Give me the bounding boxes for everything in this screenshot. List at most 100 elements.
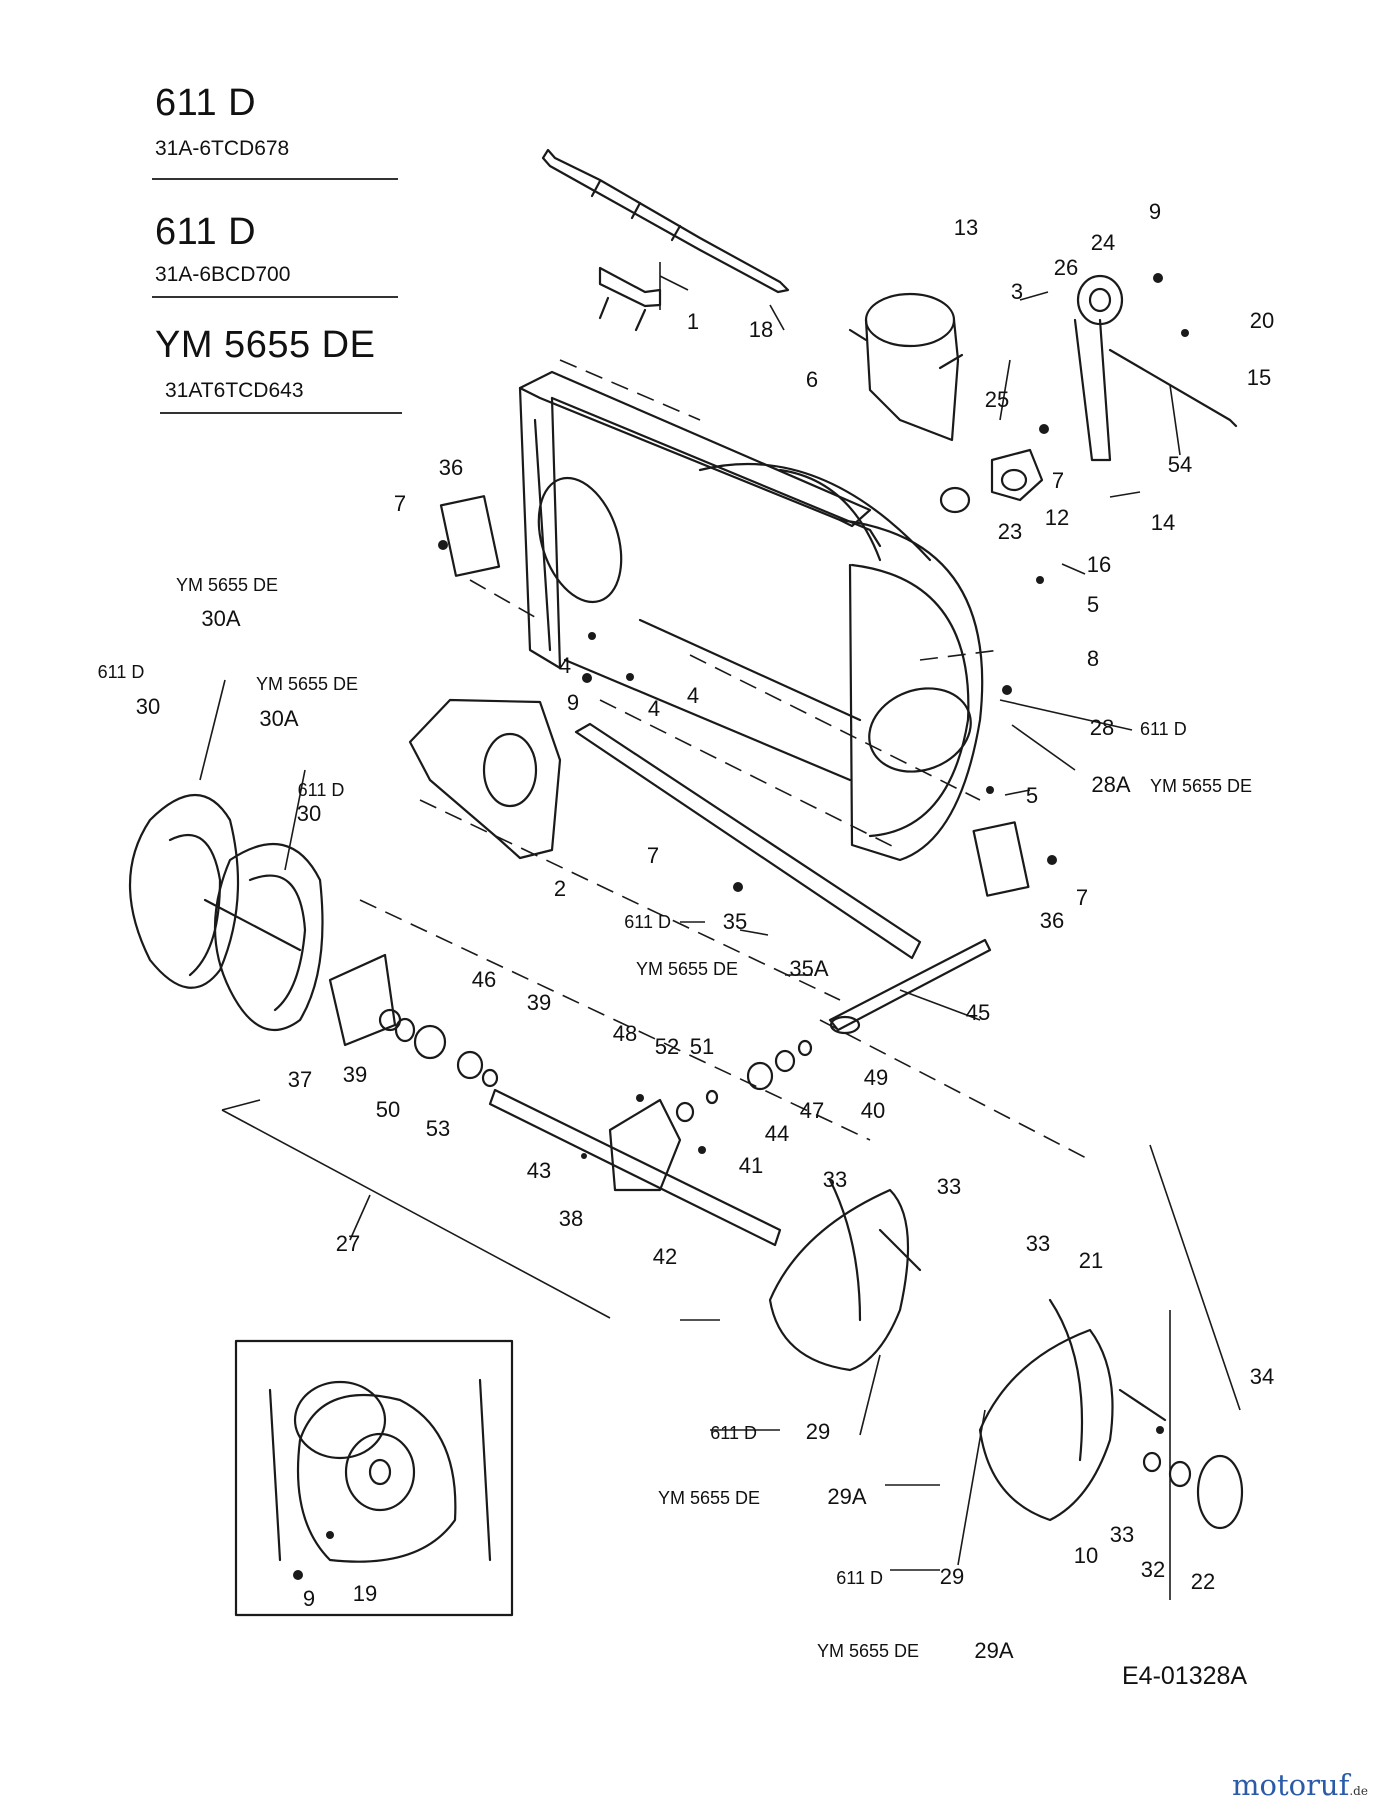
callout-54: 54 — [1167, 452, 1193, 477]
gear-housing-part — [608, 1098, 682, 1192]
callout-30: 30 — [135, 694, 161, 719]
callout-29a: 29A — [974, 1638, 1014, 1663]
brand-suffix: .de — [1349, 1784, 1368, 1798]
callout-4: 4 — [558, 653, 572, 678]
callout-53: 53 — [425, 1116, 451, 1141]
callout-7: 7 — [646, 843, 660, 868]
callout-29a-model: YM 5655 DE — [816, 1641, 919, 1661]
callout-42: 42 — [652, 1244, 678, 1269]
callout-25: 25 — [984, 387, 1010, 412]
divider — [152, 178, 398, 180]
callout-4: 4 — [686, 683, 700, 708]
model-name-2: 611 D — [155, 211, 257, 253]
callout-30: 30 — [296, 801, 322, 826]
bearing-flange-part — [939, 448, 1044, 514]
callout-29a-model: YM 5655 DE — [657, 1488, 760, 1508]
brand-watermark[interactable]: motoruf.de — [1232, 1768, 1368, 1802]
brand-name: motoruf — [1232, 1768, 1350, 1802]
shaft-part — [541, 148, 790, 294]
callout-36: 36 — [438, 455, 464, 480]
fasteners — [293, 273, 1189, 1580]
inset-detail-part — [268, 1378, 492, 1563]
callout-29: 29 — [939, 1564, 965, 1589]
callout-49: 49 — [863, 1065, 889, 1090]
callout-20: 20 — [1249, 308, 1275, 333]
gearbox-side-part — [408, 698, 562, 860]
callout-6: 6 — [805, 367, 819, 392]
callout-30a-model: YM 5655 DE — [255, 674, 359, 694]
callout-50: 50 — [375, 1097, 401, 1122]
callout-7: 7 — [1075, 885, 1089, 910]
callout-8: 8 — [1086, 646, 1100, 671]
callout-9: 9 — [566, 690, 580, 715]
callout-38: 38 — [558, 1206, 584, 1231]
divider — [152, 296, 398, 298]
callout-33: 33 — [822, 1167, 848, 1192]
callout-30a: 30A — [259, 706, 299, 731]
callout-10: 10 — [1073, 1543, 1099, 1568]
callout-5: 5 — [1025, 783, 1039, 808]
callout-29a: 29A — [827, 1484, 867, 1509]
callout-33: 33 — [936, 1174, 962, 1199]
callout-45: 45 — [965, 1000, 991, 1025]
callout-28a-model: YM 5655 DE — [1150, 776, 1253, 796]
callout-30a-model: YM 5655 DE — [175, 575, 279, 595]
divider — [160, 412, 402, 414]
callout-28: 28 — [1089, 715, 1115, 740]
callout-46: 46 — [471, 967, 497, 992]
model-name-1: 611 D — [155, 82, 257, 124]
callout-34: 34 — [1249, 1364, 1275, 1389]
skid-shoe-part — [972, 821, 1030, 897]
callout-30a: 30A — [201, 606, 241, 631]
callout-35-model: 611 D — [624, 912, 671, 932]
callout-29-model: 611 D — [836, 1568, 883, 1588]
callout-3: 3 — [1010, 279, 1024, 304]
callout-41: 41 — [738, 1153, 764, 1178]
model-code-1: 31A-6TCD678 — [155, 137, 290, 160]
callout-18: 18 — [748, 317, 774, 342]
worm-shaft-part — [828, 938, 992, 1032]
callout-35a-model: YM 5655 DE — [635, 959, 738, 979]
callout-27: 27 — [335, 1231, 361, 1256]
callout-4: 4 — [647, 696, 661, 721]
callout-51: 51 — [689, 1034, 715, 1059]
callout-33: 33 — [1025, 1231, 1051, 1256]
callout-19: 19 — [352, 1581, 378, 1606]
callout-40: 40 — [860, 1098, 886, 1123]
callout-35: 35 — [722, 909, 748, 934]
callout-24: 24 — [1090, 230, 1116, 255]
callout-21: 21 — [1078, 1248, 1104, 1273]
callout-14: 14 — [1150, 510, 1176, 535]
chute-part — [848, 292, 964, 442]
callout-13: 13 — [953, 215, 979, 240]
callout-48: 48 — [612, 1021, 638, 1046]
callout-44: 44 — [764, 1121, 790, 1146]
callout-30-model: 611 D — [97, 662, 145, 682]
scraper-bar-part — [574, 722, 922, 960]
callout-47: 47 — [799, 1098, 825, 1123]
callout-28a: 28A — [1091, 772, 1131, 797]
assembly-lines — [359, 359, 1091, 1161]
callout-16: 16 — [1086, 552, 1112, 577]
callout-36: 36 — [1039, 908, 1065, 933]
skid-shoe-part — [439, 495, 501, 577]
callout-15: 15 — [1246, 365, 1272, 390]
callout-32: 32 — [1140, 1557, 1166, 1582]
callout-7: 7 — [393, 491, 407, 516]
callout-9: 9 — [1148, 199, 1162, 224]
model-code-2: 31A-6BCD700 — [155, 263, 291, 286]
callout-7: 7 — [1051, 468, 1065, 493]
callout-43: 43 — [526, 1158, 552, 1183]
callout-33: 33 — [1109, 1522, 1135, 1547]
callout-39: 39 — [342, 1062, 368, 1087]
housing-part — [518, 370, 984, 862]
model-name-3: YM 5655 DE — [155, 324, 376, 366]
impeller-part — [978, 1298, 1167, 1522]
callout-30-model: 611 D — [297, 780, 345, 800]
callout-23: 23 — [997, 519, 1023, 544]
model-code-3: 31AT6TCD643 — [165, 379, 304, 402]
pulley-part — [1073, 274, 1238, 462]
callout-1: 1 — [686, 309, 700, 334]
callout-28-model: 611 D — [1140, 719, 1187, 739]
